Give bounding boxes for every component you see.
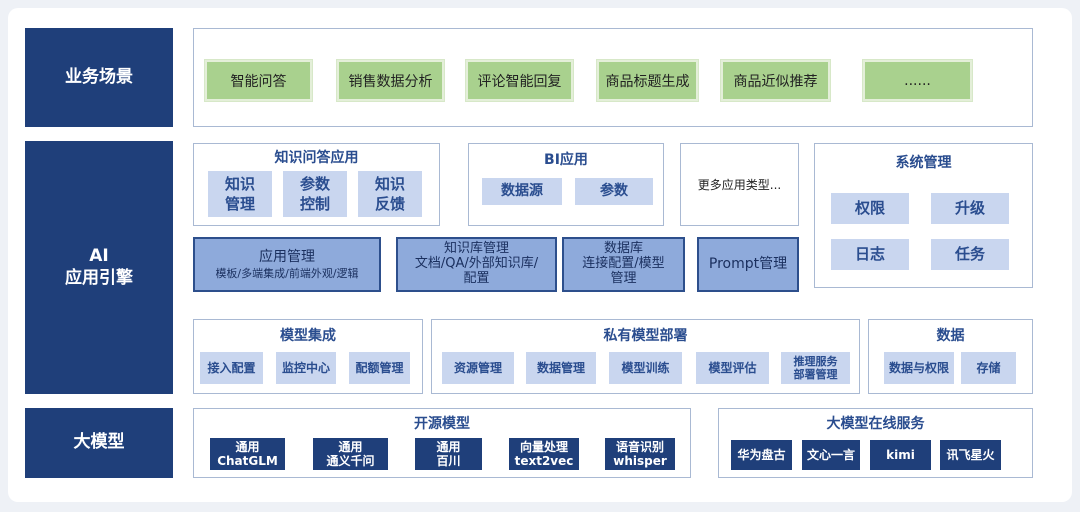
- qa-item: 知识 管理: [208, 171, 272, 217]
- kb-mgmt-box: 知识库管理 文档/QA/外部知识库/ 配置: [396, 237, 557, 292]
- private-deploy-title: 私有模型部署: [603, 328, 688, 344]
- deploy-item: 模型训练: [609, 352, 682, 384]
- prompt-mgmt-text: Prompt管理: [708, 256, 788, 273]
- open-source-model: 通用 百川: [415, 438, 482, 470]
- open-source-title: 开源模型: [414, 416, 470, 432]
- qa-item: 知识 反馈: [358, 171, 422, 217]
- online-service: kimi: [870, 440, 931, 470]
- open-source-model: 通用 ChatGLM: [210, 438, 285, 470]
- prompt-mgmt-box: Prompt管理: [697, 237, 799, 292]
- integration-item: 监控中心: [276, 352, 336, 384]
- online-services-title: 大模型在线服务: [826, 416, 925, 432]
- integration-item: 配额管理: [349, 352, 410, 384]
- bi-item: 数据源: [482, 178, 562, 205]
- scenario-item: 商品标题生成: [596, 59, 699, 102]
- data-item: 数据与权限: [884, 352, 954, 384]
- open-source-model: 语音识别 whisper: [605, 438, 675, 470]
- data-title: 数据: [936, 328, 965, 344]
- online-service: 华为盘古: [731, 440, 792, 470]
- app-mgmt-sub: 模板/多端集成/前端外观/逻辑: [215, 267, 359, 281]
- open-source-model: 通用 通义千问: [313, 438, 388, 470]
- db-mgmt-text: 数据库 连接配置/模型 管理: [582, 241, 665, 286]
- system-item: 任务: [931, 239, 1009, 270]
- online-service: 讯飞星火: [940, 440, 1001, 470]
- layer-business-scenario: 业务场景: [25, 28, 173, 127]
- scenario-item: ......: [862, 59, 973, 102]
- deploy-item: 数据管理: [526, 352, 596, 384]
- online-service: 文心一言: [802, 440, 860, 470]
- layer-ai-engine: AI 应用引擎: [25, 141, 173, 394]
- bi-app-title: BI应用: [544, 152, 588, 168]
- system-item: 升级: [931, 193, 1009, 224]
- system-mgmt-title: 系统管理: [895, 155, 952, 171]
- deploy-item: 资源管理: [442, 352, 514, 384]
- kb-mgmt-text: 知识库管理 文档/QA/外部知识库/ 配置: [414, 241, 539, 286]
- layer-llm: 大模型: [25, 408, 173, 478]
- scenario-item: 智能问答: [204, 59, 313, 102]
- model-integration-title: 模型集成: [280, 328, 336, 344]
- system-item: 日志: [831, 239, 909, 270]
- scenario-item: 评论智能回复: [465, 59, 574, 102]
- scenario-item: 商品近似推荐: [720, 59, 831, 102]
- deploy-item: 推理服务 部署管理: [781, 352, 850, 384]
- bi-item: 参数: [575, 178, 653, 205]
- app-mgmt-box: 应用管理 模板/多端集成/前端外观/逻辑: [193, 237, 381, 292]
- integration-item: 接入配置: [200, 352, 263, 384]
- db-mgmt-box: 数据库 连接配置/模型 管理: [562, 237, 685, 292]
- data-item: 存储: [961, 352, 1016, 384]
- open-source-model: 向量处理 text2vec: [509, 438, 579, 470]
- qa-app-title: 知识问答应用: [274, 150, 359, 166]
- qa-item: 参数 控制: [283, 171, 347, 217]
- more-apps-box: 更多应用类型...: [680, 143, 799, 226]
- scenario-item: 销售数据分析: [336, 59, 445, 102]
- system-item: 权限: [831, 193, 909, 224]
- deploy-item: 模型评估: [696, 352, 769, 384]
- app-mgmt-title: 应用管理: [259, 248, 315, 265]
